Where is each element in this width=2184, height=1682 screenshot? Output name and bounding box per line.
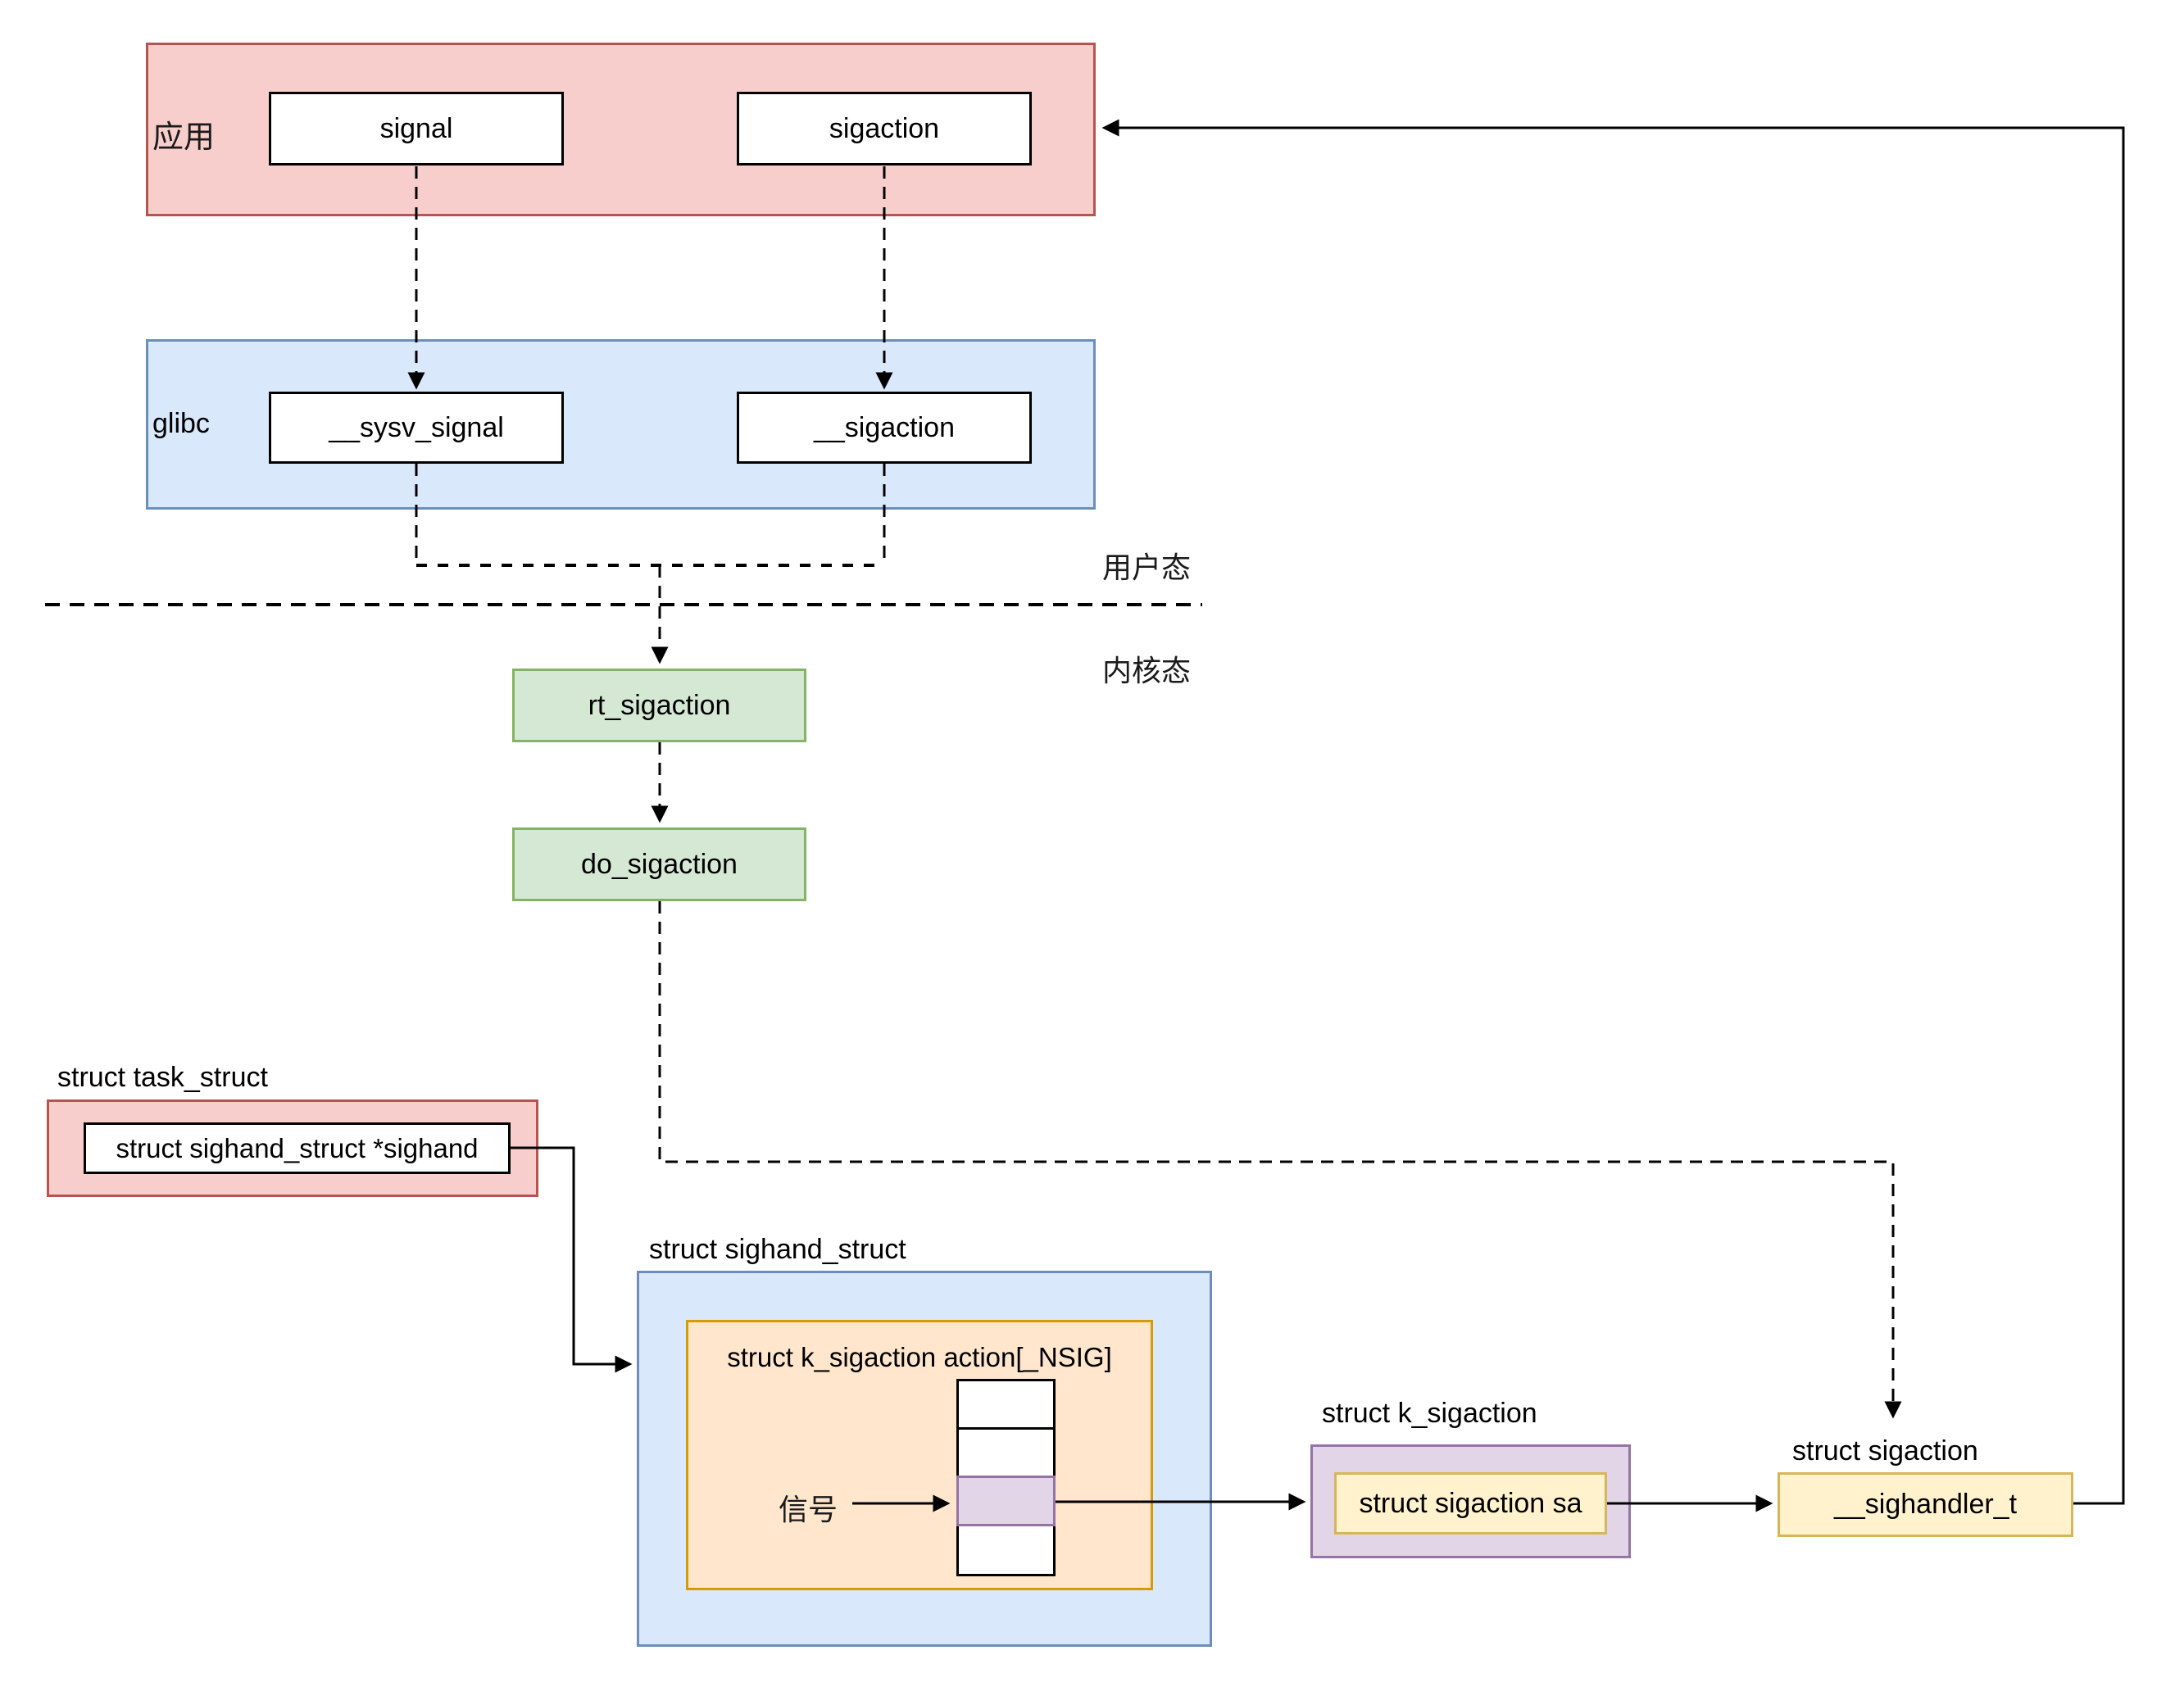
- action-array-label: struct k_sigaction action[_NSIG]: [727, 1342, 1112, 1372]
- sighand-pointer-box: struct sighand_struct *sighand: [84, 1122, 511, 1174]
- sighandler-t-box-label: __sighandler_t: [1833, 1489, 2018, 1520]
- task-struct-title: struct task_struct: [57, 1062, 268, 1093]
- kernel-mode-label: 内核态: [1102, 655, 1192, 687]
- sighand-pointer-box-label: struct sighand_struct *sighand: [116, 1132, 479, 1163]
- k-sigaction-title: struct k_sigaction: [1322, 1398, 1537, 1429]
- sighand-struct-title: struct sighand_struct: [649, 1234, 906, 1265]
- do-sigaction-box-label: do_sigaction: [581, 848, 738, 880]
- action-array-cell-highlighted: [956, 1476, 1056, 1526]
- glibc-sigaction-box: __sigaction: [737, 392, 1032, 464]
- glibc-container-label: glibc: [152, 408, 210, 439]
- action-array-cell-2: [956, 1427, 1056, 1478]
- user-mode-label: 用户态: [1102, 551, 1192, 584]
- app-container-label: 应用: [152, 120, 216, 155]
- glibc-sigaction-box-label: __sigaction: [813, 411, 955, 443]
- rt-sigaction-box: rt_sigaction: [512, 669, 806, 742]
- sighandler-t-box: __sighandler_t: [1778, 1472, 2073, 1537]
- signal-box: signal: [269, 92, 564, 165]
- do-sigaction-box: do_sigaction: [512, 827, 806, 901]
- sysv-signal-box-label: __sysv_signal: [329, 411, 504, 443]
- action-array-cell-1: [956, 1379, 1056, 1430]
- sigaction-box-label: sigaction: [829, 112, 940, 144]
- sysv-signal-box: __sysv_signal: [269, 392, 564, 464]
- signal-box-label: signal: [379, 112, 453, 144]
- signal-pointer-label: 信号: [779, 1494, 838, 1526]
- sigaction-box: sigaction: [737, 92, 1032, 165]
- action-array-cell-4: [956, 1524, 1056, 1576]
- rt-sigaction-box-label: rt_sigaction: [588, 689, 731, 721]
- sigaction-sa-box: struct sigaction sa: [1334, 1472, 1607, 1535]
- sigaction-struct-title: struct sigaction: [1792, 1435, 1978, 1467]
- sigaction-sa-box-label: struct sigaction sa: [1359, 1487, 1582, 1519]
